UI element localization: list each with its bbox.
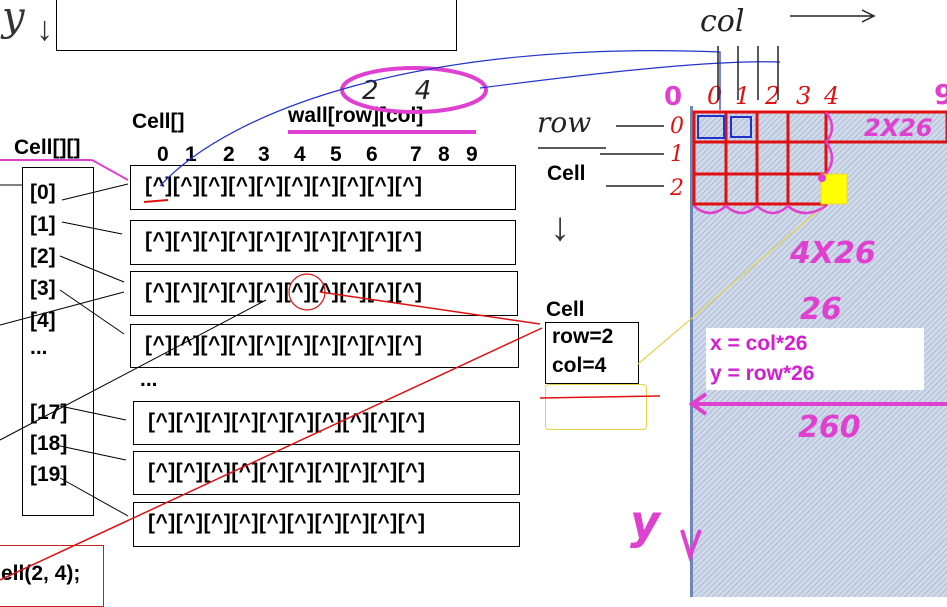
constructor-call-text: ell(2, 4); bbox=[1, 562, 81, 585]
width-total-label: 260 bbox=[798, 410, 861, 445]
rows-ellipsis: ... bbox=[140, 368, 158, 391]
magenta-arrow bbox=[91, 159, 129, 181]
row-index-4: [4] bbox=[30, 309, 56, 332]
formula-y: y = row*26 bbox=[710, 362, 815, 385]
col-index-7: 7 bbox=[410, 143, 422, 166]
grid-dims-label: 2X26 bbox=[864, 114, 933, 142]
circled-digits: 2 4 bbox=[362, 76, 446, 106]
row-array-2: [^][^][^][^][^][^][^][^][^][^] bbox=[130, 271, 518, 316]
col-index-8: 8 bbox=[438, 143, 450, 166]
cell-1d-array-label: Cell[] bbox=[132, 110, 185, 133]
y-axis-label-top: y bbox=[2, 0, 25, 40]
grid-row-num-1: 1 bbox=[670, 142, 684, 167]
grid-col-num-2: 2 bbox=[765, 82, 781, 110]
formula-box: x = col*26 y = row*26 bbox=[706, 328, 924, 390]
row-array-3: [^][^][^][^][^][^][^][^][^][^] bbox=[130, 324, 519, 368]
grid-col-num-3: 3 bbox=[796, 82, 812, 110]
col-index-6: 6 bbox=[366, 143, 378, 166]
cell-col-field: col=4 bbox=[552, 354, 607, 377]
col-index-2: 2 bbox=[223, 143, 235, 166]
cell-object-title: Cell bbox=[546, 298, 585, 321]
row-index-19: [19] bbox=[30, 463, 68, 486]
cell-row-field: row=2 bbox=[552, 325, 614, 348]
cell-drawing-sketch bbox=[545, 384, 647, 430]
row-index-1: [1] bbox=[30, 213, 56, 236]
cell-type-label: Cell bbox=[547, 162, 586, 185]
row-index-2: [2] bbox=[30, 245, 56, 268]
row-array-19: [^][^][^][^][^][^][^][^][^][^] bbox=[133, 502, 520, 547]
grid-row-num-0: 0 bbox=[670, 114, 684, 139]
row-index-17: [17] bbox=[30, 401, 68, 424]
row-index-3: [3] bbox=[30, 277, 56, 300]
down-arrow-top: ↓ bbox=[36, 10, 53, 48]
col-word: col bbox=[700, 4, 745, 39]
row-array-18: [^][^][^][^][^][^][^][^][^][^] bbox=[133, 451, 520, 495]
cell-object-box: row=2 col=4 bbox=[545, 322, 639, 384]
grid-top-strip bbox=[693, 106, 947, 112]
constructor-call-box: ell(2, 4); bbox=[0, 545, 104, 607]
pink-zero-label: 0 bbox=[664, 82, 683, 112]
pink-nine-label: 9 bbox=[934, 78, 947, 111]
row-index-ellipsis: ... bbox=[30, 336, 48, 359]
cell-2d-array-label: Cell[][] bbox=[14, 136, 81, 159]
col-index-1: 1 bbox=[185, 143, 197, 166]
col-index-5: 5 bbox=[330, 143, 342, 166]
wall-expression: wall[row][col] bbox=[288, 104, 424, 127]
grid-col-num-4: 4 bbox=[824, 82, 840, 110]
grid-col-num-1: 1 bbox=[735, 82, 751, 110]
grid-col-num-0: 0 bbox=[707, 82, 723, 110]
row-array-1: [^][^][^][^][^][^][^][^][^][^] bbox=[130, 220, 516, 265]
y-axis-label-bottom: y bbox=[630, 495, 660, 549]
col-index-0: 0 bbox=[157, 143, 169, 166]
row-word: row bbox=[537, 106, 592, 139]
row-index-18: [18] bbox=[30, 432, 68, 455]
formula-x: x = col*26 bbox=[710, 332, 808, 355]
cell-size-label: 26 bbox=[800, 292, 842, 327]
col-index-4: 4 bbox=[294, 143, 306, 166]
down-arrow-cell: ↓ bbox=[550, 205, 570, 249]
top-frame bbox=[56, 0, 457, 51]
row-array-17: [^][^][^][^][^][^][^][^][^][^] bbox=[133, 401, 520, 445]
row-index-0: [0] bbox=[30, 181, 56, 204]
row-array-0: [^][^][^][^][^][^][^][^][^][^] bbox=[130, 165, 516, 210]
col-index-3: 3 bbox=[258, 143, 270, 166]
col-index-9: 9 bbox=[466, 143, 478, 166]
grid-row-num-2: 2 bbox=[670, 176, 684, 201]
cell-dims-label: 4X26 bbox=[790, 236, 876, 271]
